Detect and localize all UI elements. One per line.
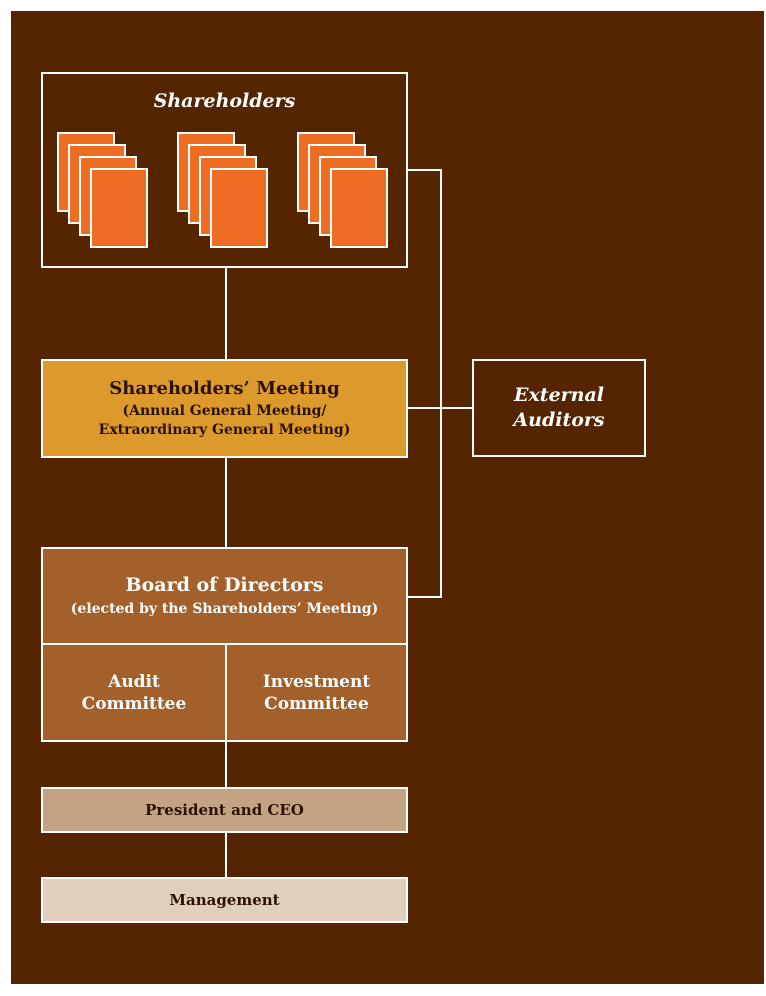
shareholders-box: Shareholders	[41, 72, 408, 268]
audit-committee-box: Audit Committee	[41, 643, 227, 742]
board-subtitle: (elected by the Shareholders’ Meeting)	[70, 601, 379, 617]
document-sheet	[210, 168, 268, 248]
shareholders-meeting-box: Shareholders’ Meeting (Annual General Me…	[41, 359, 408, 458]
investment-committee-line1: Investment	[262, 671, 371, 692]
document-sheet	[90, 168, 148, 248]
connector-president-management	[225, 832, 227, 879]
connector-board-right	[407, 596, 442, 598]
shareholders-title: Shareholders	[153, 90, 296, 112]
auditors-line2: Auditors	[513, 409, 605, 431]
management-label: Management	[169, 891, 280, 909]
document-sheet	[330, 168, 388, 248]
connector-auditors	[440, 407, 473, 409]
connector-right-vertical	[440, 169, 442, 598]
connector-committees-president	[225, 741, 227, 789]
connector-shareholders-meeting	[225, 267, 227, 361]
meeting-title: Shareholders’ Meeting	[109, 377, 340, 399]
board-title: Board of Directors	[125, 574, 324, 596]
management-box: Management	[41, 877, 408, 923]
meeting-subtitle-line2: Extraordinary General Meeting)	[98, 421, 351, 438]
connector-meeting-right	[407, 407, 442, 409]
meeting-subtitle-line1: (Annual General Meeting/	[122, 402, 327, 419]
audit-committee-line1: Audit	[108, 671, 160, 692]
diagram-panel: Shareholders Shareholders’ Meeting (Annu…	[11, 11, 764, 984]
investment-committee-line2: Committee	[264, 693, 369, 714]
connector-meeting-board	[225, 457, 227, 549]
external-auditors-box: External Auditors	[472, 359, 646, 457]
auditors-line1: External	[513, 384, 605, 406]
investment-committee-box: Investment Committee	[225, 643, 408, 742]
board-of-directors-box: Board of Directors (elected by the Share…	[41, 547, 408, 645]
president-ceo-box: President and CEO	[41, 787, 408, 833]
audit-committee-line2: Committee	[81, 693, 187, 714]
president-label: President and CEO	[145, 801, 304, 819]
connector-shareholders-right	[407, 169, 442, 171]
